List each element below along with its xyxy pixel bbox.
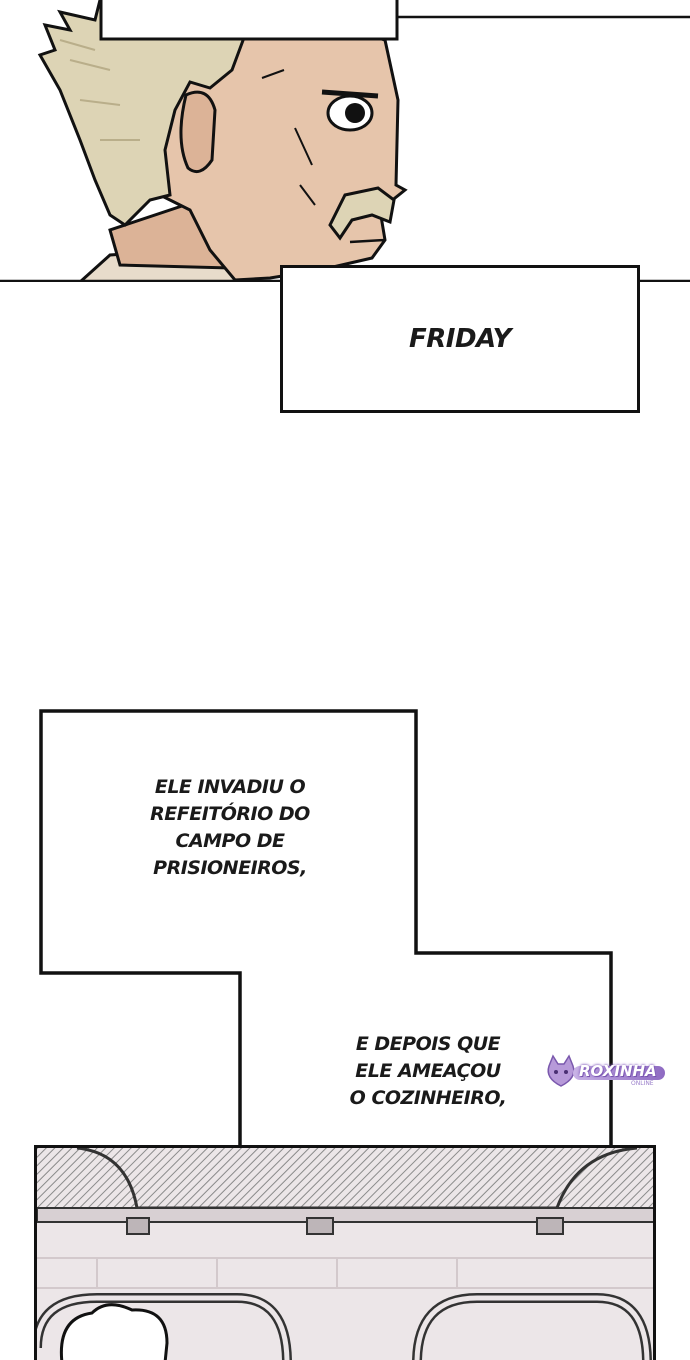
friday-caption-box: FRIDAY	[280, 265, 640, 413]
caption-1-line-4: PRISIONEIROS,	[153, 856, 307, 879]
man-portrait-illustration	[0, 0, 690, 282]
caption-1-line-2: REFEITÓRIO DO	[150, 802, 310, 825]
caption-2-line-2: ELE AMEAÇOU	[355, 1059, 501, 1082]
watermark-name: ROXINHA	[579, 1062, 657, 1080]
top-panel-artwork	[0, 0, 690, 282]
caption-2-line-1: E DEPOIS QUE	[355, 1033, 501, 1055]
watermark-sub: ONLINE	[631, 1080, 654, 1087]
friday-caption-text: FRIDAY	[408, 323, 512, 354]
kitchen-illustration	[37, 1148, 653, 1360]
caption-2-line-3: O COZINHEIRO,	[349, 1086, 507, 1109]
narration-caption-2: E DEPOIS QUE ELE AMEAÇOU O COZINHEIRO,	[316, 1031, 540, 1112]
cat-girl-logo-icon	[547, 1054, 575, 1087]
caption-1-line-1: ELE INVADIU O	[154, 776, 306, 798]
caption-1-line-3: CAMPO DE	[175, 829, 286, 852]
narration-caption-1: ELE INVADIU O REFEITÓRIO DO CAMPO DE PRI…	[120, 774, 340, 882]
kitchen-panel-artwork	[34, 1145, 656, 1360]
roxinha-watermark: ROXINHA ONLINE	[543, 1048, 667, 1096]
